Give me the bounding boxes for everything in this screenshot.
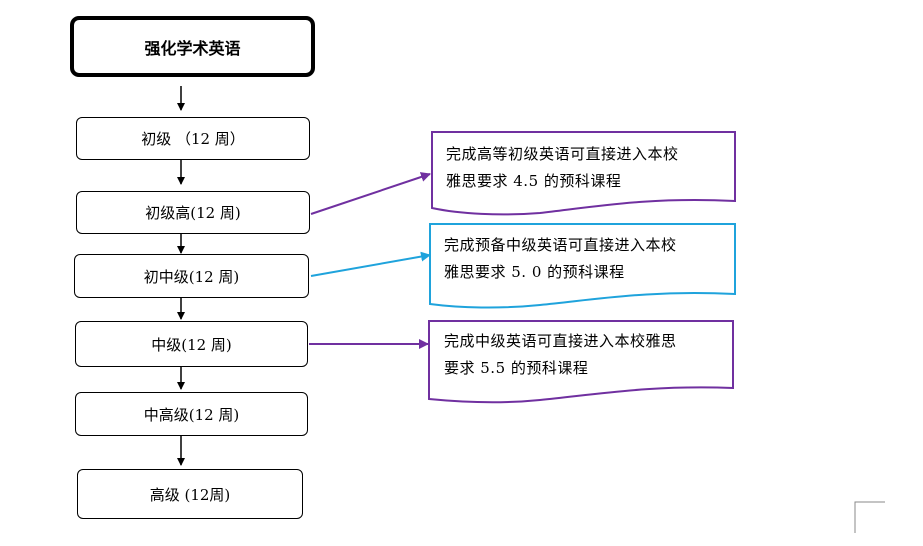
note-text-2: 完成预备中级英语可直接进入本校 雅思要求 5. 0 的预科课程 bbox=[444, 232, 677, 286]
note-1-line-1: 完成高等初级英语可直接进入本校 bbox=[446, 145, 679, 163]
note-1-line-2: 雅思要求 4.5 的预科课程 bbox=[446, 172, 622, 190]
level-label-6: 高级 (12周) bbox=[149, 485, 231, 504]
level-label-5: 中高级(12 周) bbox=[143, 405, 240, 424]
level-box-2: 初级高(12 周) bbox=[76, 191, 310, 234]
title-text: 强化学术英语 bbox=[144, 38, 241, 58]
note-text-3: 完成中级英语可直接进入本校雅思 要求 5.5 的预科课程 bbox=[444, 328, 677, 382]
note-2-line-2: 雅思要求 5. 0 的预科课程 bbox=[444, 263, 625, 281]
page-corner-mark bbox=[854, 501, 885, 533]
connector-arrow-1 bbox=[310, 172, 431, 215]
connector-arrow-2 bbox=[310, 251, 431, 277]
level-box-6: 高级 (12周) bbox=[77, 469, 303, 519]
note-2-line-1: 完成预备中级英语可直接进入本校 bbox=[444, 236, 677, 254]
note-text-1: 完成高等初级英语可直接进入本校 雅思要求 4.5 的预科课程 bbox=[446, 141, 679, 195]
level-label-3: 初中级(12 周) bbox=[143, 267, 240, 286]
level-box-1: 初级 （12 周） bbox=[76, 117, 310, 160]
note-3-line-1: 完成中级英语可直接进入本校雅思 bbox=[444, 332, 677, 350]
level-label-1: 初级 （12 周） bbox=[141, 130, 245, 148]
level-box-3: 初中级(12 周) bbox=[74, 254, 309, 298]
level-label-4: 中级(12 周) bbox=[151, 335, 232, 354]
note-3-line-2: 要求 5.5 的预科课程 bbox=[444, 359, 589, 377]
level-label-2: 初级高(12 周) bbox=[145, 204, 241, 222]
title-box: 强化学术英语 bbox=[70, 16, 315, 77]
level-box-5: 中高级(12 周) bbox=[75, 392, 308, 436]
level-box-4: 中级(12 周) bbox=[75, 321, 308, 367]
